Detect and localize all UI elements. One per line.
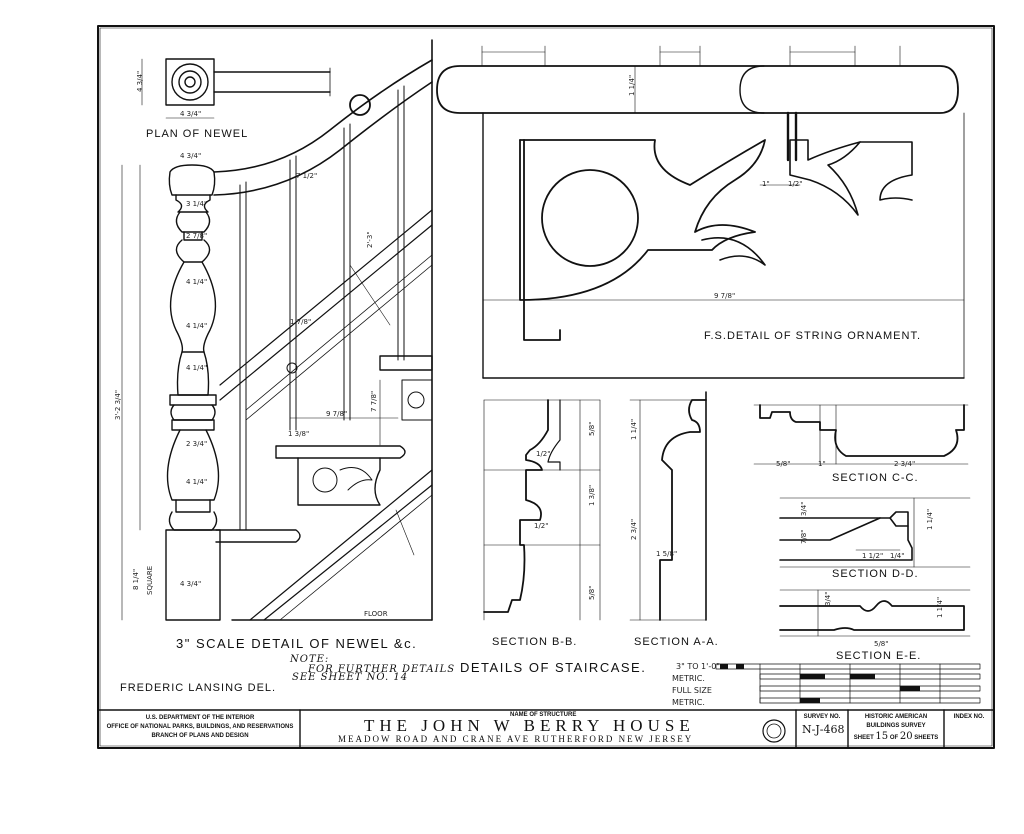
dimension: 7/8" [800,529,808,545]
section-dd-drawing [779,497,971,568]
scale-metric: METRIC. [672,698,705,707]
dimension: 5/8" [588,585,596,601]
dept-line: OFFICE OF NATIONAL PARKS, BUILDINGS, AND… [106,724,294,730]
dept-line: BRANCH OF PLANS AND DESIGN [151,733,249,739]
dimension: 2 7/8" [186,232,208,240]
dimension: 3/4" [824,591,832,607]
dimension: 7 7/8" [370,390,378,412]
newel-elevation [121,59,433,621]
dimension: 9 7/8" [714,292,736,300]
scale-full-size: FULL SIZE [672,686,712,695]
section-cc-drawing [753,404,969,465]
section-aa-drawing [629,391,707,621]
dimension: 1 3/8" [288,430,310,438]
index-number-label: INDEX NO. [953,714,985,720]
section-aa-label: SECTION A-A. [634,636,719,648]
dimension: 4 3/4" [180,580,202,588]
section-ee-drawing [779,589,971,637]
section-bb-drawing [483,399,601,621]
dimension: 1/2" [788,180,803,188]
sheet-total: 20 [899,731,913,742]
dimension: 3'-2 3/4" [114,389,122,420]
dimension: 1 1/4" [926,508,934,530]
sheet-border [97,25,995,749]
note-line: FOR FURTHER DETAILS [308,664,456,675]
sheet-prefix: SHEET [853,735,874,741]
scale-metric: METRIC. [672,674,705,683]
string-ornament-label: F.S.DETAIL OF STRING ORNAMENT. [704,330,922,342]
dimension: SQUARE [146,565,154,595]
dimension: 9 7/8" [326,410,348,418]
dimension: 4 1/4" [186,478,208,486]
sheet-number: SHEET 15 OF 20 SHEETS [852,731,940,742]
staircase-elevation [215,39,433,621]
scale-bars [715,663,981,704]
dimension: 4 1/4" [186,278,208,286]
seal-icon [762,719,786,743]
section-dd-label: SECTION D-D. [832,568,919,580]
habs-line: HISTORIC AMERICAN [864,714,928,720]
delineator: FREDERIC LANSING DEL. [120,682,277,694]
dimension: 3/4" [800,501,808,517]
dimension: 5/8" [588,421,596,437]
dimension: 8 1/4" [132,568,140,590]
dimension: 7 1/2" [296,172,318,180]
survey-number-label: SURVEY NO. [803,714,841,720]
habs-line: BUILDINGS SURVEY [866,723,926,729]
structure-location: MEADOW ROAD AND CRANE AVE RUTHERFORD NEW… [338,734,694,744]
dept-line: U.S. DEPARTMENT OF THE INTERIOR [145,715,255,721]
dimension: 1 1/4" [628,74,636,96]
dimension: 1 5/8" [656,550,678,558]
dimension: 1/2" [534,522,549,530]
dimension: 2 3/4" [186,440,208,448]
section-bb-label: SECTION B-B. [492,636,578,648]
dimension: 2 3/4" [894,460,916,468]
note-heading: NOTE: [290,654,330,665]
dimension: 5/8" [874,640,889,648]
plan-of-newel-label: PLAN OF NEWEL [146,128,249,140]
plan-of-newel [141,58,331,119]
dimension: 1 1/4" [936,596,944,618]
survey-number: N-J-468 [802,723,845,736]
dimension: 1/2" [536,450,551,458]
dimension: 2 3/4" [630,518,638,540]
sheet-suffix: SHEETS [914,735,939,741]
dimension: 3 1/4" [186,200,208,208]
note-line: SEE SHEET NO. 14 [292,672,409,683]
section-ee-label: SECTION E-E. [836,650,922,662]
dimension: 4 3/4" [180,110,202,118]
dimension: 1 1/4" [630,418,638,440]
dimension: 5/8" [776,460,791,468]
name-of-structure-label: NAME OF STRUCTURE [510,712,577,718]
dimension: 1 7/8" [290,318,312,326]
dimension: 4 3/4" [136,70,144,92]
details-title: DETAILS OF STAIRCASE. [460,660,647,675]
structure-name: THE JOHN W BERRY HOUSE [364,716,695,735]
dimension: 1 1/2" [862,552,884,560]
newel-detail-label: 3" SCALE DETAIL OF NEWEL &c. [176,636,418,651]
sheet-of: OF [889,735,899,741]
dimension: 2'-3" [366,231,374,248]
dimension: 4 1/4" [186,364,208,372]
section-cc-label: SECTION C-C. [832,472,919,484]
dimension: 1" [762,180,770,188]
dimension: 1/4" [890,552,905,560]
sheet-current: 15 [875,731,889,742]
dimension: 4 3/4" [180,152,202,160]
string-ornament-detail [436,45,965,379]
dimension: 4 1/4" [186,322,208,330]
dimension: 1 3/8" [588,484,596,506]
floor-label: FLOOR [364,610,388,618]
dimension: 1" [818,460,826,468]
scale-ratio: 3" TO 1'-0" [676,662,720,671]
